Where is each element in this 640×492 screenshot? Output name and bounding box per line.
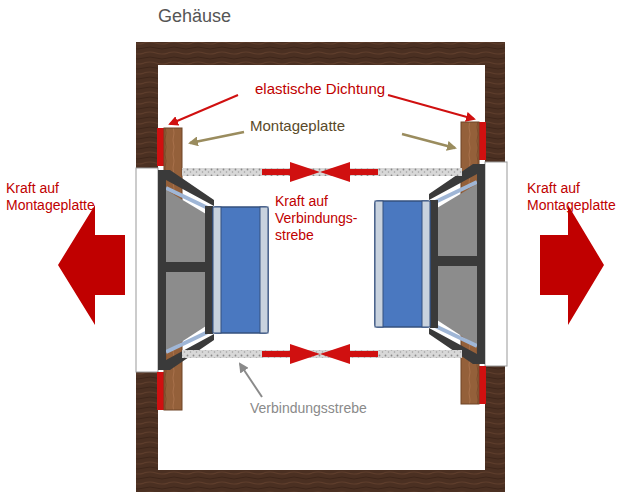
force-label: Kraft auf Montageplatte: [6, 180, 118, 214]
strut-force-label: Kraft auf Verbindungs- strebe: [275, 193, 375, 243]
magnet-plate: [260, 207, 268, 333]
leader-arrow: [402, 134, 455, 148]
strut-force: [262, 162, 378, 364]
magnet: [213, 207, 268, 333]
elastic-seal: [157, 128, 164, 166]
leader-arrow: [170, 95, 238, 124]
speaker-assembly: [375, 122, 507, 404]
leader-arrow: [240, 364, 262, 397]
elastic-seal: [157, 372, 164, 410]
housing-heading: Gehäuse: [158, 6, 231, 28]
force-arrow: [58, 205, 125, 325]
force-arrow: [540, 205, 604, 325]
housing: Gehäuse: [136, 42, 505, 492]
basket-back: [205, 206, 213, 334]
surround: [166, 188, 212, 352]
seal-label: elastische Dichtung: [255, 80, 385, 98]
plate-label: Montageplatte: [250, 117, 345, 135]
leader-arrow: [190, 132, 244, 143]
speaker-front: [136, 168, 158, 372]
leader-arrow: [388, 95, 474, 119]
magnet-plate: [213, 207, 221, 333]
strut-label: Verbindungsstrebe: [250, 400, 367, 417]
speaker-basket: [158, 170, 214, 370]
force-label: Kraft auf Montageplatte: [527, 180, 639, 214]
